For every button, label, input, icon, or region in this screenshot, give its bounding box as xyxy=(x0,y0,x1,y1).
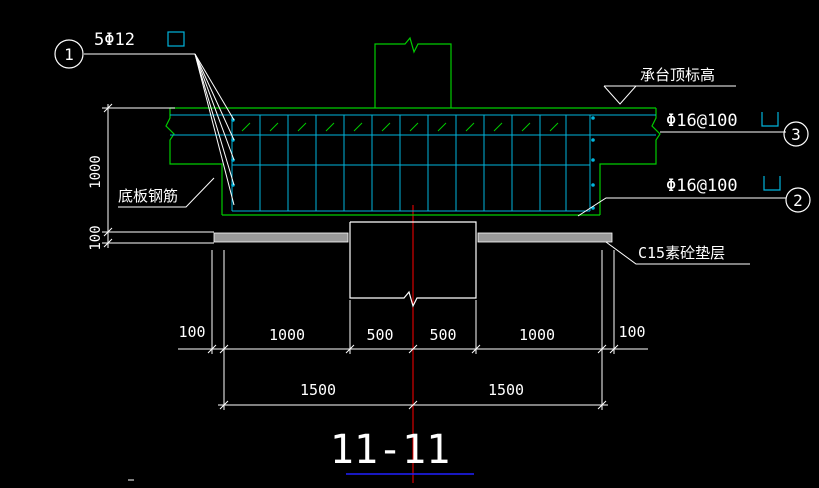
bar-shape-icon-2 xyxy=(763,176,781,191)
bar-shape-icon-3 xyxy=(761,112,779,127)
callout-2: 2 xyxy=(785,187,811,213)
callout-2-label: 2 xyxy=(793,191,803,210)
section-title: 11-11 xyxy=(330,427,450,473)
dim-row2-0: 1500 xyxy=(300,381,336,399)
c15-cushion-layer xyxy=(213,232,613,243)
dim-row1-1: 1000 xyxy=(269,326,305,344)
label-bottom-rebar: 底板钢筋 xyxy=(118,187,178,205)
pile-cap-right-edge xyxy=(599,108,661,215)
callout-1: 1 xyxy=(54,39,84,69)
pile-cap-left-edge xyxy=(165,108,223,215)
rebar-cage xyxy=(170,114,656,212)
leader-bar2 xyxy=(577,197,786,217)
callout-1-label: 1 xyxy=(64,45,74,64)
left-dim-100: 100 xyxy=(88,225,104,250)
leader-cushion xyxy=(605,241,750,265)
leader-5phi12 xyxy=(84,53,235,206)
label-5phi12: 5Φ12 xyxy=(94,30,135,50)
bottom-dimension-lines xyxy=(178,250,648,410)
bar-shape-icon-top xyxy=(167,31,185,47)
dim-row2-1: 1500 xyxy=(488,381,524,399)
dim-row1-0: 100 xyxy=(178,323,205,341)
label-bar3: Φ16@100 xyxy=(666,111,738,131)
callout-3: 3 xyxy=(783,121,809,147)
cap-level-marker xyxy=(603,85,736,105)
left-dimension-lines xyxy=(102,103,214,248)
label-cap-level: 承台顶标高 xyxy=(640,66,715,84)
dim-row1-3: 500 xyxy=(429,326,456,344)
label-cushion: C15素砼垫层 xyxy=(638,244,725,262)
leader-bottom-rebar xyxy=(118,177,215,208)
dim-row1-4: 1000 xyxy=(519,326,555,344)
left-dim-1000: 1000 xyxy=(88,155,104,189)
dim-row1-5: 100 xyxy=(618,323,645,341)
label-bar2: Φ16@100 xyxy=(666,176,738,196)
dim-row1-2: 500 xyxy=(366,326,393,344)
column-outline xyxy=(374,36,452,108)
rebar-tie-marks xyxy=(241,122,559,132)
callout-3-label: 3 xyxy=(791,125,801,144)
pile-outline xyxy=(349,221,477,308)
